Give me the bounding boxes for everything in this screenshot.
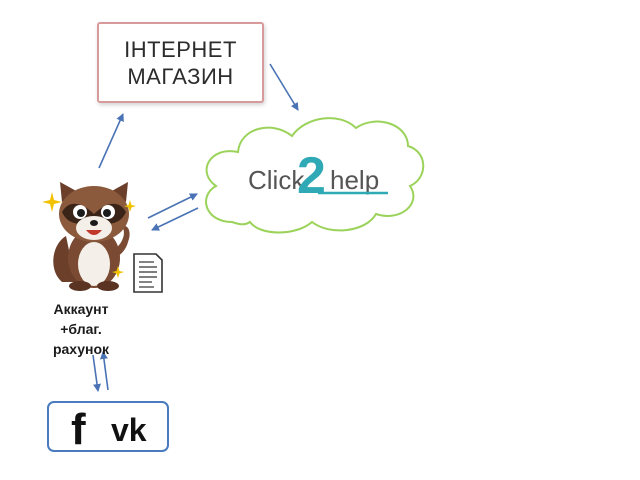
account-label-line2: +благ. [60, 321, 102, 337]
cloud-shape [205, 117, 425, 234]
vk-icon: vk [111, 412, 147, 448]
social-icons: f vk [71, 405, 147, 450]
social-networks-box: f vk [47, 401, 169, 452]
shop-title-line2: МАГАЗИН [127, 63, 234, 89]
arrows [92, 63, 299, 392]
arrow-social-to-account [99, 351, 109, 391]
shop-box: ІНТЕРНЕТ МАГАЗИН [97, 22, 264, 103]
document-icon [133, 253, 163, 293]
arrow-account-to-social [92, 354, 101, 392]
arrow-cloud-to-raccoon [151, 207, 199, 231]
arrow-raccoon-to-cloud [147, 193, 198, 219]
arrow-shop-to-cloud [269, 63, 299, 111]
logo-help-text: help [330, 165, 379, 195]
logo-number: 2 [297, 147, 326, 205]
shop-title-line1: ІНТЕРНЕТ [124, 36, 237, 62]
facebook-icon: f [71, 405, 86, 450]
account-label: Аккаунт +благ. рахунок [44, 299, 118, 359]
arrow-raccoon-to-shop [98, 113, 124, 169]
click2help-logo: Click 2 help [248, 147, 388, 205]
logo-click-text: Click [248, 165, 305, 195]
account-label-line1: Аккаунт [53, 301, 109, 317]
raccoon-mascot-icon [42, 182, 136, 291]
account-label-line3: рахунок [52, 341, 110, 357]
